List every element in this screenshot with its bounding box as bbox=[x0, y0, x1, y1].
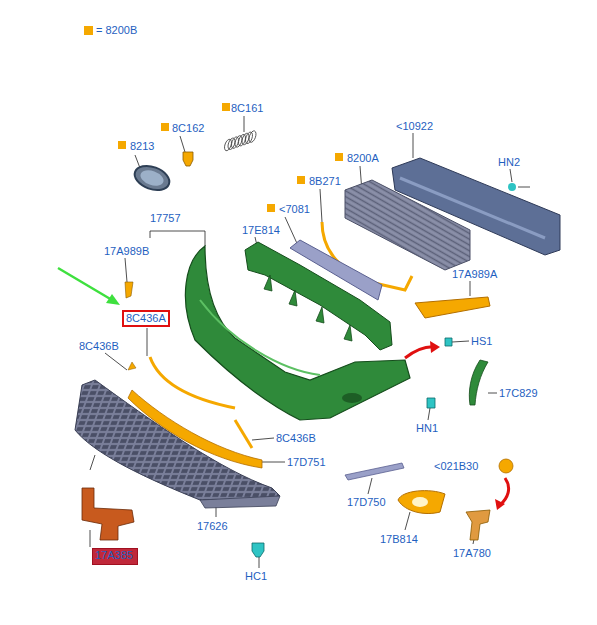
callout-number: 8B271 bbox=[309, 175, 341, 188]
callout-number: HN1 bbox=[416, 422, 438, 435]
part-number: 8C436A bbox=[126, 312, 166, 325]
callout-number: HS1 bbox=[471, 335, 492, 348]
callout-number: 17A780 bbox=[453, 547, 491, 560]
part-number: 17A385 bbox=[95, 549, 135, 562]
callout-number: 8C436B bbox=[79, 340, 119, 353]
callout-number: HC1 bbox=[245, 570, 267, 583]
callout-number: 8C162 bbox=[172, 122, 204, 135]
callout-number: 17626 bbox=[197, 520, 228, 533]
callout-number: 17757 bbox=[150, 212, 181, 225]
callout-number: 17D751 bbox=[287, 456, 326, 469]
callout-number: 17D750 bbox=[347, 496, 386, 509]
callout-number: <021B30 bbox=[434, 460, 478, 473]
callout-number: 17C829 bbox=[499, 387, 538, 400]
legend-swatch bbox=[84, 26, 93, 35]
callout-number: 17B814 bbox=[380, 533, 418, 546]
callout-number: 8200A bbox=[347, 152, 379, 165]
callout-number: HN2 bbox=[498, 156, 520, 169]
callout-number: 17A989A bbox=[452, 268, 497, 281]
callout-number: 17A989B bbox=[104, 245, 149, 258]
legend-text: = 8200B bbox=[96, 24, 137, 37]
highlighted-callout: 17A385 bbox=[92, 548, 138, 565]
callout-number: 8C161 bbox=[231, 102, 263, 115]
highlighted-callout: 8C436A bbox=[122, 310, 170, 327]
callout-number: 8213 bbox=[130, 140, 154, 153]
callout-number: <7081 bbox=[279, 203, 310, 216]
callout-number: 17E814 bbox=[242, 224, 280, 237]
callout-number: <10922 bbox=[396, 120, 433, 133]
callout-number: 8C436B bbox=[276, 432, 316, 445]
